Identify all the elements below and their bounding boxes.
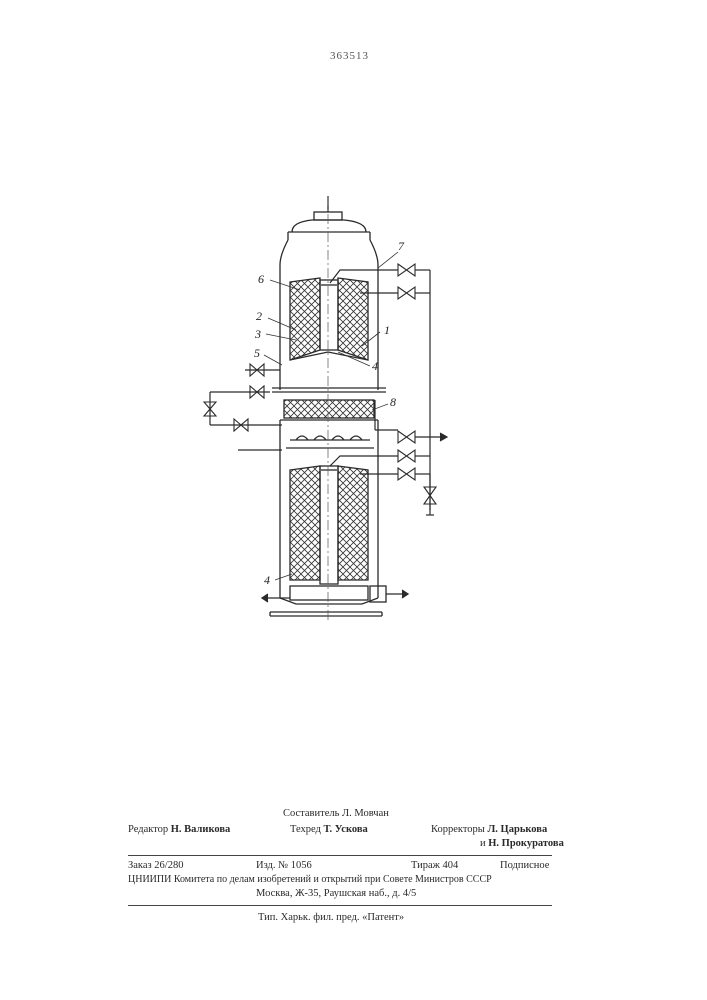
printer-divider: [128, 905, 552, 906]
callout-1: 1: [384, 323, 390, 337]
subscription: Подписное: [500, 860, 549, 871]
correctors-label: Корректоры: [431, 824, 485, 835]
address-line: Москва, Ж-35, Раушская наб., д. 4/5: [256, 888, 416, 899]
compiler-line: Составитель Л. Мовчан: [283, 808, 389, 819]
circulation: Тираж 404: [411, 860, 458, 871]
callout-8: 8: [390, 395, 396, 409]
techred-name: Т. Ускова: [324, 824, 368, 835]
callout-6: 6: [258, 272, 264, 286]
callout-7: 7: [398, 239, 405, 253]
edition-number: Изд. № 1056: [256, 860, 312, 871]
callout-2: 2: [256, 309, 262, 323]
editor-label: Редактор: [128, 824, 168, 835]
footer-divider: [128, 855, 552, 856]
techred-credit: Техред Т. Ускова: [290, 824, 368, 835]
corrector-2-prefix: и: [480, 838, 486, 849]
techred-label: Техред: [290, 824, 321, 835]
callout-4-lower: 4: [264, 573, 270, 587]
callout-5: 5: [254, 346, 260, 360]
callout-3: 3: [254, 327, 261, 341]
order-number: Заказ 26/280: [128, 860, 183, 871]
callout-4-upper: 4: [372, 359, 378, 373]
printer-line: Тип. Харьк. фил. пред. «Патент»: [258, 912, 404, 923]
correctors-credit: Корректоры Л. Царькова: [431, 824, 547, 835]
organization-line: ЦНИИПИ Комитета по делам изобретений и о…: [128, 874, 492, 885]
corrector-2-name: Н. Прокуратова: [488, 838, 564, 849]
editor-name: Н. Валикова: [171, 824, 231, 835]
editor-credit: Редактор Н. Валикова: [128, 824, 230, 835]
corrector-1-name: Л. Царькова: [487, 824, 547, 835]
corrector-2-credit: и Н. Прокуратова: [480, 838, 564, 849]
